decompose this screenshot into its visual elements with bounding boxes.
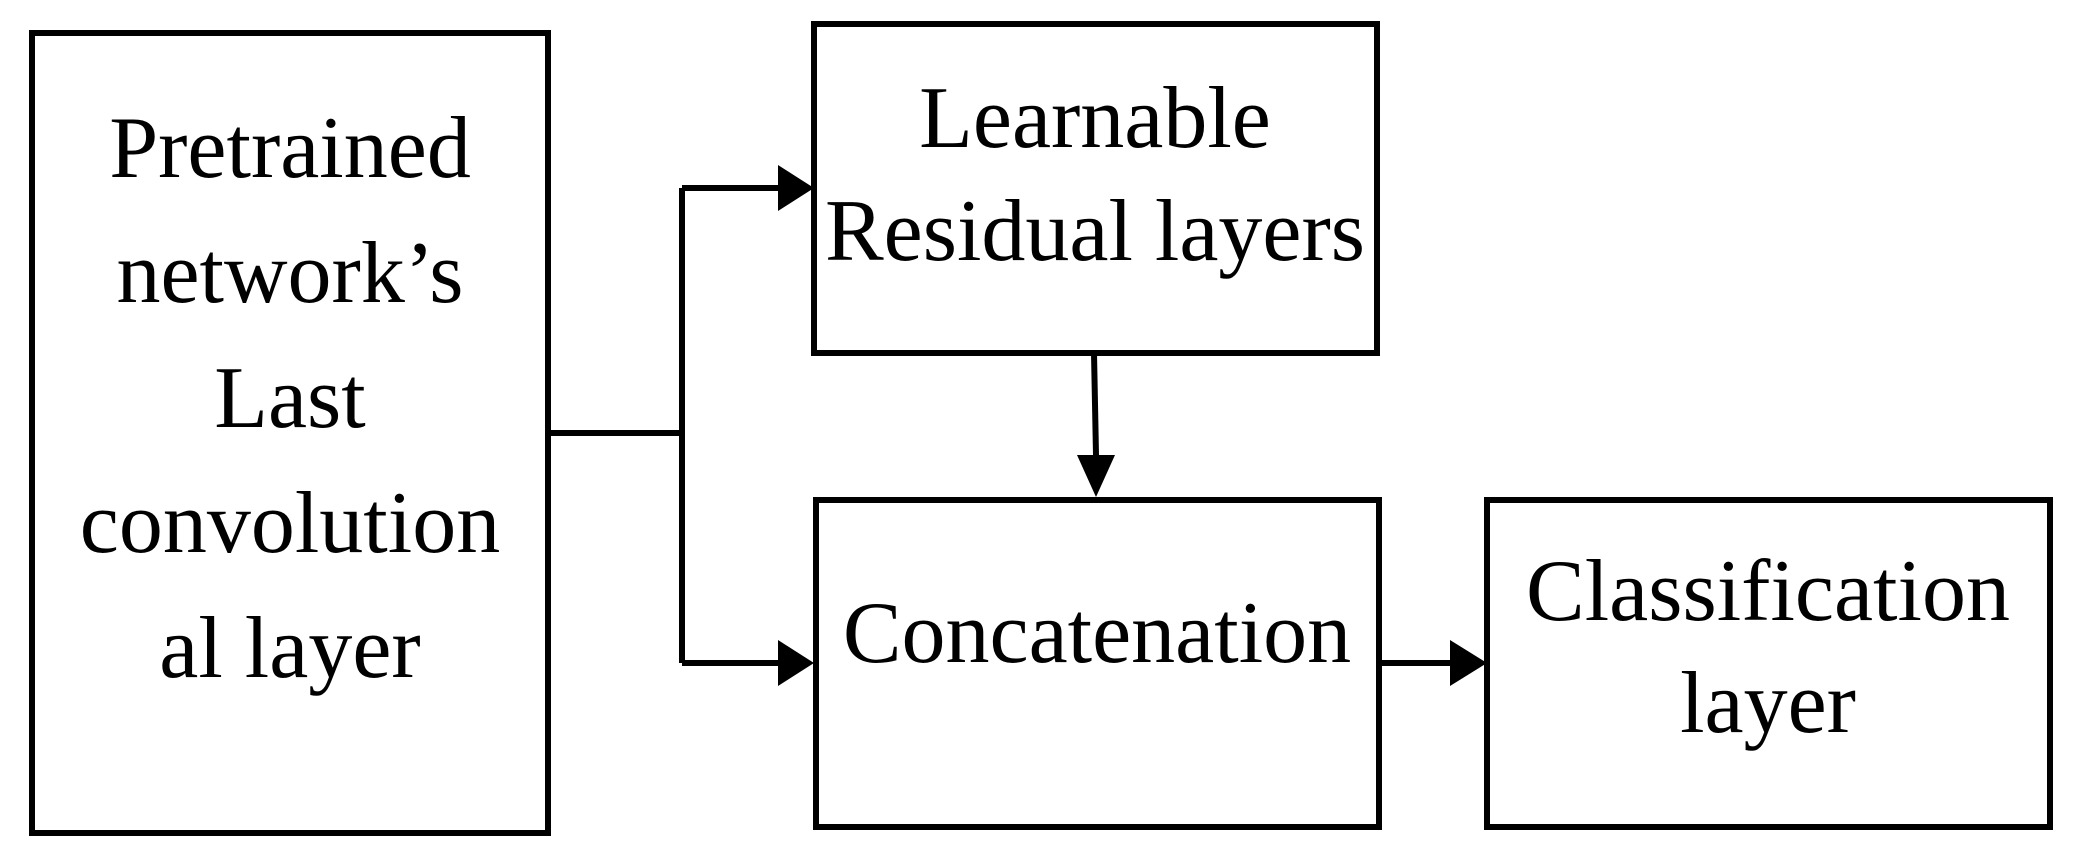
connector-learnable-to-concatenation (1091, 352, 1099, 456)
pretrained-conv-label-line-1: Pretrained (109, 100, 471, 197)
classification-label: Classification layer (1526, 543, 2010, 752)
learnable-residual-label-line-1: Learnable (919, 70, 1271, 167)
arrowhead-to-concatenation-top (1077, 455, 1115, 497)
learnable-residual-box (811, 21, 1380, 356)
pretrained-conv-box (29, 30, 551, 836)
concatenation-label: Concatenation (843, 585, 1351, 682)
pretrained-conv-label-line-5: al layer (159, 600, 420, 697)
connector-pretrained-to-branches (548, 185, 778, 666)
pretrained-conv-label-line-2: network’s (116, 225, 463, 322)
arrowhead-to-classification (1450, 640, 1487, 686)
classification-label-line-2: layer (1680, 655, 1856, 752)
learnable-residual-label-line-2: Residual layers (825, 183, 1365, 280)
classification-label-line-1: Classification (1526, 543, 2010, 640)
concatenation-label-line-1: Concatenation (843, 585, 1351, 682)
pretrained-conv-label-line-3: Last (214, 350, 366, 447)
classification-box (1484, 497, 2053, 830)
pretrained-conv-label-line-4: convolution (80, 475, 500, 572)
arrowhead-to-learnable (778, 165, 814, 211)
arrowhead-to-concatenation-left (778, 640, 814, 686)
concatenation-box (813, 497, 1382, 830)
